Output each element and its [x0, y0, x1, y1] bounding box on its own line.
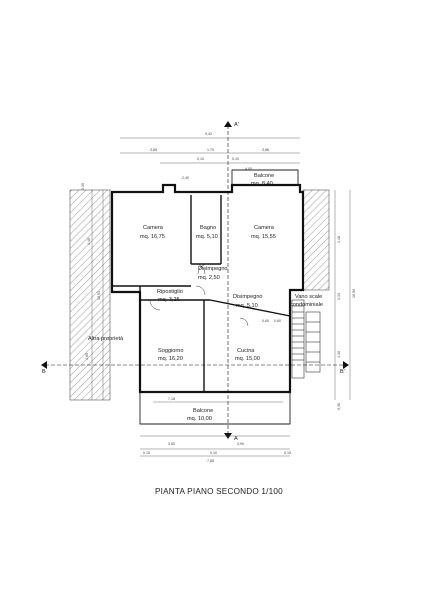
section-marker-b-left: B [42, 369, 46, 375]
dim-top-6: 4,05 [245, 167, 252, 171]
section-marker-a-top: A' [234, 122, 239, 128]
dim-top-1: 3,85 [150, 148, 157, 152]
section-arrow-b-right [343, 361, 349, 369]
dim-bottom-5: 0,10 [210, 451, 217, 455]
room-bagno-name: Bagno [200, 225, 216, 231]
dim-door-1: 0,60 [262, 319, 269, 323]
room-balcone-bottom-area: mq. 10,00 [187, 416, 212, 422]
hatched-wall-left [69, 189, 111, 401]
room-cucina-name: Cucina [237, 348, 255, 354]
dim-left-4: 4,65 [85, 353, 89, 360]
dim-left-2: 4,40 [87, 238, 91, 245]
dim-left-1: 0,30 [81, 183, 85, 190]
room-balcone-top-name: Balcone [254, 173, 274, 179]
dim-right-3: 4,10 [337, 351, 341, 358]
dim-top-7: 2,40 [182, 176, 189, 180]
room-camera-2-area: mq. 15,55 [251, 234, 276, 240]
room-disimpegno-1-area: mq. 2,50 [198, 275, 220, 281]
section-arrow-a-top [224, 121, 232, 127]
room-camera-1-name: Camera [143, 225, 164, 231]
dim-right-4: 10,50 [352, 289, 356, 298]
room-soggiorno-area: mq. 16,20 [158, 356, 183, 362]
room-balcone-top-area: mq. 8,40 [251, 181, 273, 187]
room-disimpegno-2-name: Disimpegno [233, 294, 263, 300]
room-ripostiglio-name: Ripostiglio [157, 289, 183, 295]
dim-bottom-4: 0,15 [284, 451, 291, 455]
label-condominiale: condominiale [290, 302, 323, 308]
section-marker-b-right: B' [340, 369, 345, 375]
room-soggiorno-name: Soggiorno [158, 348, 184, 354]
dim-bottom-6: 7,18 [168, 397, 175, 401]
dimension-lines [91, 137, 351, 457]
dim-bottom-3: 0,15 [143, 451, 150, 455]
stair-treads [291, 299, 321, 379]
balcone-bottom-outline [139, 392, 291, 425]
room-disimpegno-1-name: Disimpegno [198, 266, 228, 272]
dim-top-5: 0,10 [232, 157, 239, 161]
dim-bottom-2: 3,90 [237, 442, 244, 446]
room-ripostiglio-area: mq. 3,25 [158, 297, 180, 303]
dim-right-5: 0,30 [337, 403, 341, 410]
room-camera-1-area: mq. 16,75 [140, 234, 165, 240]
label-vano-scale: Vano scale [295, 294, 322, 300]
dim-bottom-total: 7,85 [207, 459, 214, 463]
door-arcs [149, 263, 249, 327]
drawing-title: PIANTA PIANO SECONDO 1/100 [155, 487, 283, 496]
room-disimpegno-2-area: mq. 5,10 [236, 303, 258, 309]
dim-left-3: 10,51 [97, 291, 101, 300]
section-lines [45, 125, 345, 435]
room-cucina-area: mq. 15,00 [235, 356, 260, 362]
room-balcone-bottom-name: Balcone [193, 408, 213, 414]
dim-top-3: 3,88 [262, 148, 269, 152]
section-arrow-b-left [41, 361, 47, 369]
dim-top-total: 9,43 [205, 132, 212, 136]
dim-door-2: 0,60 [274, 319, 281, 323]
hatched-wall-right [302, 189, 330, 291]
dim-top-4: 0,10 [197, 157, 204, 161]
room-camera-2-name: Camera [254, 225, 275, 231]
dim-right-2: 1,33 [337, 293, 341, 300]
dim-right-1: 4,48 [337, 236, 341, 243]
dim-top-2: 1,70 [207, 148, 214, 152]
label-altra-proprieta: Altra proprietà [88, 336, 124, 342]
section-marker-a-bottom: A [234, 436, 238, 442]
room-bagno-area: mq. 5,10 [196, 234, 218, 240]
dim-bottom-1: 3,50 [168, 442, 175, 446]
balcone-top-outline [231, 169, 299, 185]
